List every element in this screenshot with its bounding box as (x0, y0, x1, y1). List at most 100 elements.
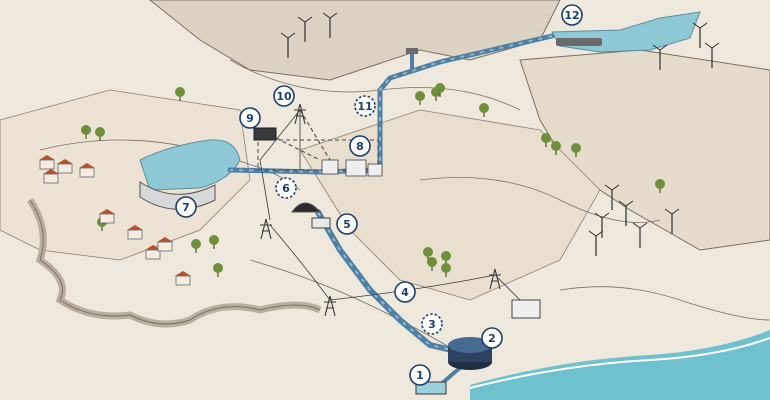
marker-label: 3 (428, 318, 436, 331)
numbered-circle-icon (239, 107, 261, 129)
switchyard-outline (257, 139, 379, 171)
central-slope (299, 109, 601, 301)
tree-icon (479, 103, 489, 117)
substation-building-1 (321, 159, 339, 175)
tree-icon (541, 133, 551, 147)
house-icon (79, 163, 95, 178)
power-pylon-icon (324, 295, 336, 317)
wind-turbine-icon (322, 12, 338, 38)
power-lines-dashed (269, 109, 331, 161)
valve-house (311, 217, 331, 229)
tree-icon (441, 263, 451, 277)
wind-turbine-icon (588, 230, 604, 256)
substation (321, 159, 383, 177)
power-pylon-icon (260, 218, 272, 240)
marker-3: 3 (421, 313, 443, 335)
house-icon (57, 159, 73, 174)
tree-icon (95, 127, 105, 141)
marker-9: 9 (239, 107, 261, 129)
numbered-circle-icon (349, 135, 371, 157)
house-icon (39, 155, 55, 170)
ridge-line-5 (559, 286, 770, 321)
numbered-circle-icon (336, 213, 358, 235)
tree-icon (81, 125, 91, 139)
marker-8: 8 (349, 135, 371, 157)
house-icon (127, 225, 143, 240)
sea (470, 330, 770, 400)
tree-icon (571, 143, 581, 157)
tree-icon (655, 179, 665, 193)
house-icon (157, 237, 173, 252)
marker-10: 10 (273, 85, 295, 107)
wind-turbine-icon (692, 22, 708, 48)
house-icon (99, 209, 115, 224)
marker-label: 5 (343, 218, 351, 231)
wind-turbine-icon (618, 200, 634, 226)
marker-1: 1 (409, 364, 431, 386)
wind-turbine-icon (652, 44, 668, 70)
conduit-penstock-highlight (317, 211, 461, 353)
industrial-building (511, 299, 541, 319)
marker-label: 11 (357, 100, 372, 113)
marker-label: 9 (246, 112, 254, 125)
marker-label: 8 (356, 140, 364, 153)
numbered-circle-icon (273, 85, 295, 107)
tree-icon (213, 263, 223, 277)
line-4 (329, 274, 496, 301)
power-pylon-icon (489, 268, 501, 290)
dashed-line-2 (299, 109, 331, 161)
numbered-circle-icon (354, 95, 376, 117)
substation-building-3 (367, 163, 383, 177)
tree-icon (175, 87, 185, 101)
marker-label: 4 (401, 286, 409, 299)
tree-icon (191, 239, 201, 253)
line-3 (269, 224, 331, 301)
marker-label: 10 (276, 90, 292, 103)
tree-icon (427, 257, 437, 271)
power-lines (259, 109, 521, 301)
pylon-group (260, 103, 501, 317)
numbered-circle-icon (394, 281, 416, 303)
wind-turbine-icon (704, 42, 720, 68)
sea-foam (469, 337, 770, 389)
numbered-circle-icon (561, 4, 583, 26)
wind-turbine-icon (594, 212, 610, 238)
upper-dam (556, 38, 602, 46)
arch-dam (139, 181, 216, 210)
northern-ridge (149, 0, 561, 81)
lower-lake (139, 139, 241, 191)
surge-tank (406, 48, 418, 54)
tree-icon (415, 91, 425, 105)
marker-12: 12 (561, 4, 583, 26)
tree-icon (551, 141, 561, 155)
marker-label: 7 (182, 201, 190, 214)
marker-4: 4 (394, 281, 416, 303)
winding-road-edge (29, 199, 321, 325)
tunnel-portal (291, 202, 322, 213)
village (39, 155, 191, 286)
wind-turbine-icon (604, 184, 620, 210)
house-icon (175, 271, 191, 286)
wind-turbine-icon (664, 208, 680, 234)
wind-turbine-icon (632, 222, 648, 248)
numbered-circle-icon (409, 364, 431, 386)
marker-label: 2 (488, 332, 496, 345)
house-icon (43, 169, 59, 184)
power-pylon-icon (294, 103, 306, 125)
numbered-circle-icon (275, 177, 297, 199)
tree-group (81, 83, 665, 277)
marker-label: 6 (282, 182, 290, 195)
marker-2: 2 (481, 327, 503, 349)
substation-building-2 (345, 159, 367, 177)
tree-icon (435, 83, 445, 97)
pumping-station (448, 337, 492, 370)
numbered-circle-icon (481, 327, 503, 349)
house-icon (145, 245, 161, 260)
pump-tank-top (448, 337, 492, 353)
marker-label: 1 (416, 369, 424, 382)
control-building (253, 127, 277, 141)
numbered-circle-icon (175, 196, 197, 218)
line-1 (259, 109, 301, 221)
